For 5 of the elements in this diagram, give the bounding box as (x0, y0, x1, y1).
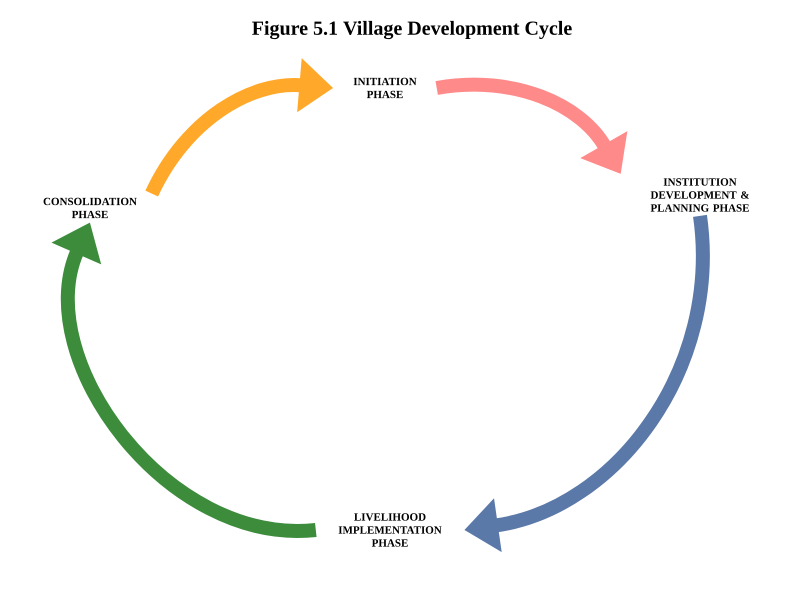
phase-label: CONSOLIDATION PHASE (44, 198, 137, 218)
phase-label: INITIATION PHASE (354, 78, 417, 98)
phase-label: INSTITUTION DEVELOPMENT & PLANNING PHASE (650, 178, 749, 212)
phase-label: LIVELIHOOD IMPLEMENTATION PHASE (338, 513, 442, 547)
figure-title: Figure 5.1 Village Development Cycle (252, 20, 572, 40)
